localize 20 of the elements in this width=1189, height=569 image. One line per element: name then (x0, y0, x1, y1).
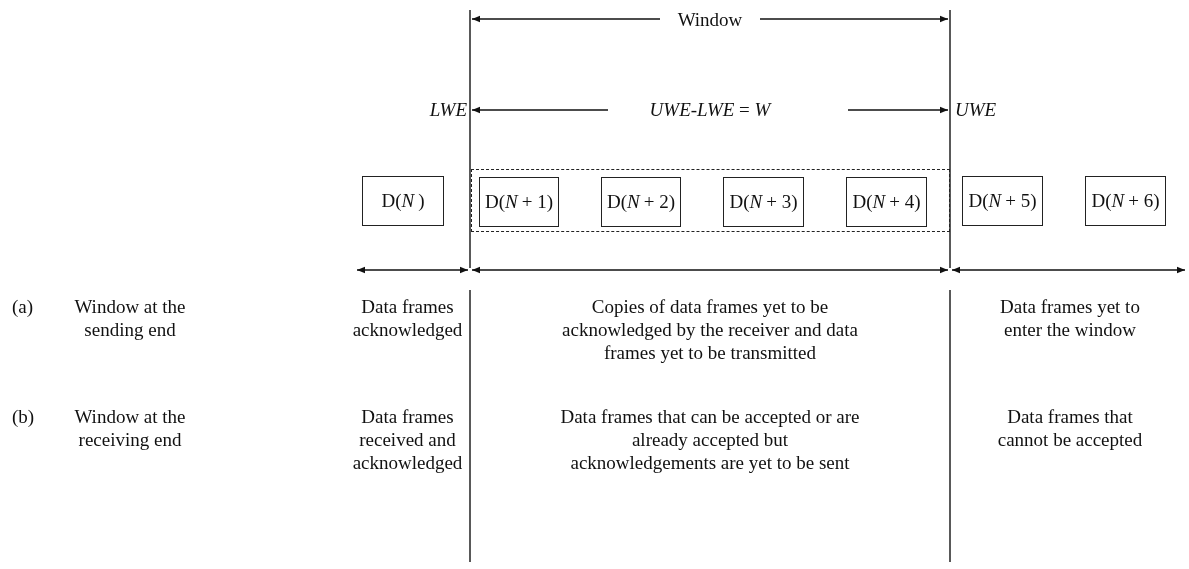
region-description: Data frames that can be accepted or are already accepted but acknowledgements are yet to be sent (560, 405, 860, 474)
region-description: Copies of data frames yet to be acknowledged by the receiver and data frames yet to be transmitted (561, 295, 859, 364)
region-description: Data frames yet to enter the window (999, 295, 1141, 341)
region-description: Data frames that cannot be accepted (996, 405, 1144, 451)
region-description: Data frames acknowledged (351, 295, 464, 341)
region-description: Data frames received and acknowledged (351, 405, 464, 474)
frame-box: D(N + 5) (962, 176, 1043, 226)
frame-box: D(N + 2) (601, 177, 681, 227)
frame-box: D(N) (362, 176, 444, 226)
row-description: Window at the sending end (73, 295, 187, 341)
window-outline (471, 169, 950, 232)
edge-marker-label: UWE (955, 98, 998, 121)
frame-box: D(N + 6) (1085, 176, 1166, 226)
edge-marker-label: LWE (428, 98, 467, 121)
row-label: (b) (12, 405, 36, 428)
row-description: Window at the receiving end (73, 405, 187, 451)
frame-box: D(N + 1) (479, 177, 559, 227)
frame-box: D(N + 4) (846, 177, 927, 227)
frame-box: D(N + 3) (723, 177, 804, 227)
row-label: (a) (12, 295, 35, 318)
